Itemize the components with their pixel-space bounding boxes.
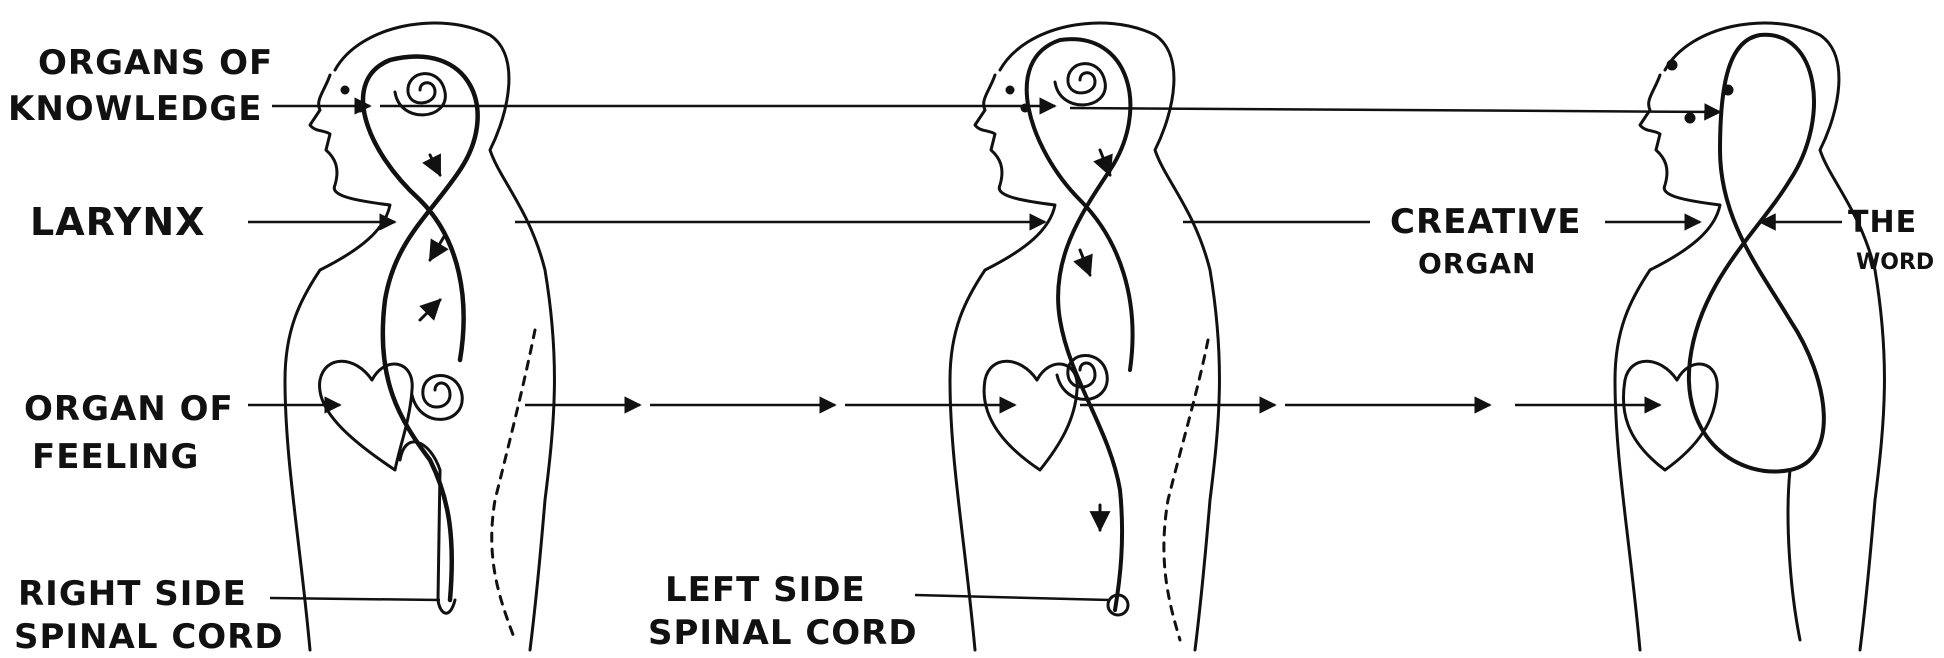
figure-3-heart xyxy=(1623,361,1717,470)
label-the-word-line1: THE xyxy=(1848,208,1917,238)
label-organ-of-feeling-line1: ORGAN OF xyxy=(24,392,234,426)
figure-2-heart xyxy=(984,361,1077,470)
figure-right-side xyxy=(285,23,554,650)
label-right-side-spinal-cord-line2: SPINAL CORD xyxy=(14,620,284,654)
arrow-knowledge-3 xyxy=(1070,108,1720,112)
figure-2-body-outline xyxy=(950,23,1219,650)
figure-left-side xyxy=(950,23,1219,650)
label-left-side-spinal-cord-line1: LEFT SIDE xyxy=(665,573,866,607)
label-organs-of-knowledge-line2: KNOWLEDGE xyxy=(8,92,262,126)
label-organ-of-feeling-line2: FEELING xyxy=(32,440,199,474)
figure-1-nerve-path xyxy=(363,57,478,600)
label-right-side-spinal-cord-line1: RIGHT SIDE xyxy=(18,577,247,611)
figure-word xyxy=(1615,23,1884,650)
connector-arrows xyxy=(248,106,1842,600)
figure-1-brain-spiral xyxy=(395,74,445,115)
figure-2-nerve-path xyxy=(1027,39,1133,610)
figure-2-brain-spiral xyxy=(1055,64,1105,105)
figure-3-body-outline xyxy=(1615,23,1884,650)
label-larynx: LARYNX xyxy=(30,203,205,241)
figure-2-chest-spiral xyxy=(1057,355,1107,399)
figure-1-heart xyxy=(320,361,413,470)
label-creative-organ-line1: CREATIVE xyxy=(1390,205,1581,239)
label-the-word-line2: WORD xyxy=(1856,252,1934,274)
label-creative-organ-line2: ORGAN xyxy=(1418,250,1536,278)
label-left-side-spinal-cord-line2: SPINAL CORD xyxy=(648,616,918,650)
label-organs-of-knowledge-line1: ORGANS OF xyxy=(38,46,273,80)
figure-1-body-outline xyxy=(285,23,554,650)
figure-3-figure-eight xyxy=(1689,35,1824,472)
leader-right-spinal-cord xyxy=(270,598,440,600)
figure-1-chest-spiral xyxy=(412,375,462,419)
leader-left-spinal-cord xyxy=(915,595,1110,600)
